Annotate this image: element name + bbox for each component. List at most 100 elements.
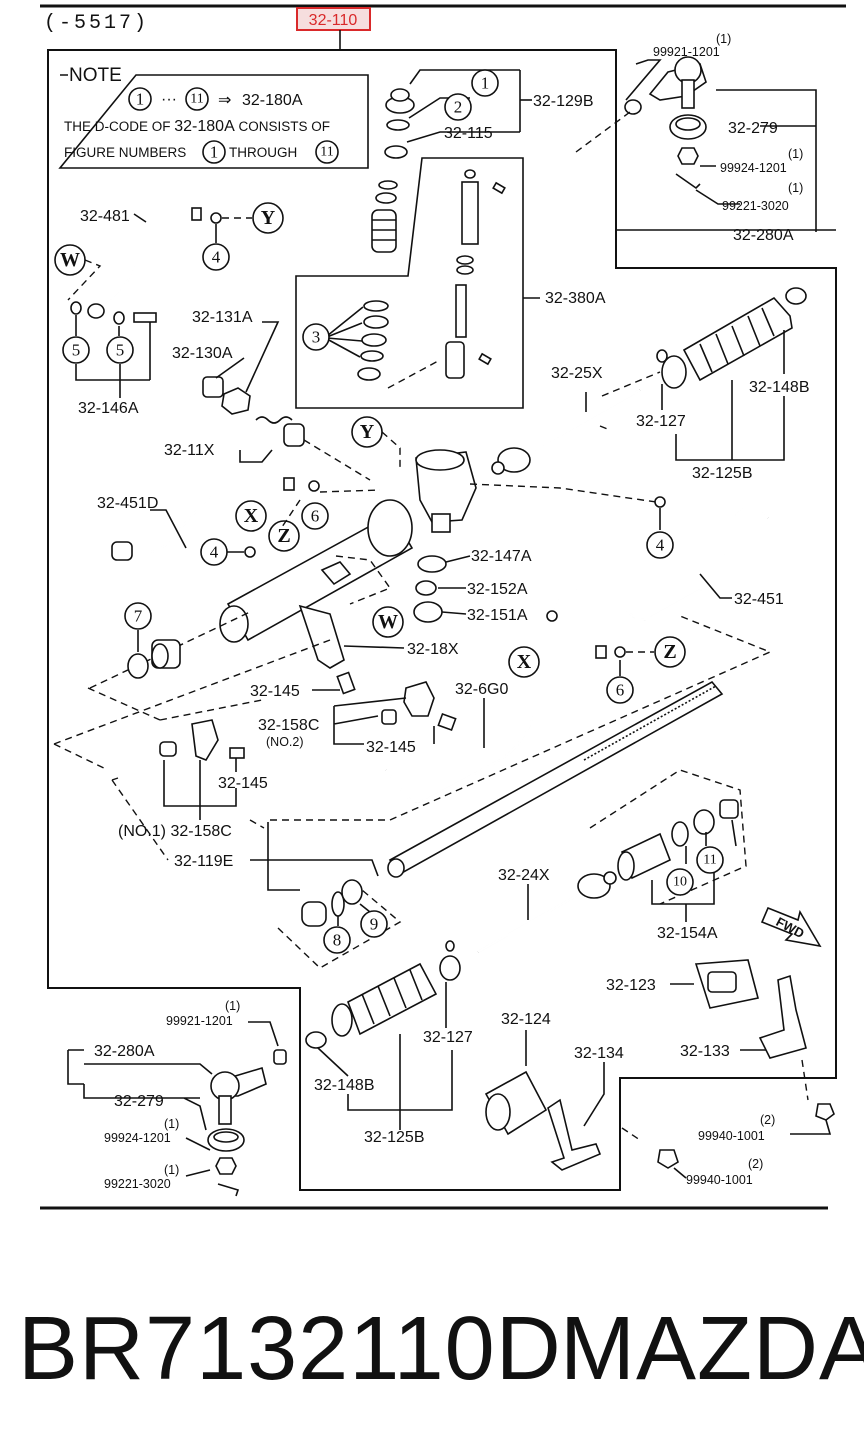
callout-Y-2: Y: [360, 421, 375, 443]
bracket-32-133: [740, 974, 835, 1135]
callout-3: 3: [312, 328, 321, 347]
callout-4-a: 4: [212, 248, 221, 267]
note-to: 11: [190, 92, 203, 107]
callout-11: 11: [703, 853, 716, 868]
label-32-280A-a: 32-280A: [733, 227, 794, 244]
note-from: 1: [136, 90, 145, 109]
label-32-280A-b: 32-280A: [94, 1043, 155, 1060]
label-32-158C: 32-158C: [258, 717, 319, 734]
part-99221-3020-a: 99221-3020: [722, 199, 789, 213]
spring-parts: [239, 416, 371, 481]
clamp-32-134: [547, 1062, 687, 1179]
label-32-125B-a: 32-125B: [692, 465, 753, 482]
note-line2d: 11: [320, 145, 333, 160]
part-number: BR7132110D: [18, 1299, 562, 1399]
qty-99921-1201-b: (1): [225, 999, 240, 1013]
tie-rod-32-24X: [477, 871, 617, 954]
label-32-130A: 32-130A: [172, 345, 233, 362]
note-line2a: FIGURE NUMBERS: [64, 145, 186, 160]
callout-W-1: W: [60, 249, 80, 271]
boot-lower: [305, 940, 461, 1130]
callout-X-1: X: [244, 505, 259, 527]
callout-1: 1: [481, 74, 490, 93]
note-line1b: 32-180A: [174, 118, 235, 135]
group-code-highlight: [296, 7, 371, 31]
label-32-129B: 32-129B: [533, 93, 594, 110]
note-arrow: ⇒: [218, 92, 231, 109]
note-box: NOTE 1 ··· 11 ⇒ 32-180A THE D-CODE OF 32…: [58, 65, 369, 169]
pipe-32-6G0: [385, 645, 654, 803]
note-line2c: THROUGH: [229, 145, 297, 160]
svg-text:···: ···: [161, 91, 177, 108]
bracket-parts: [53, 555, 405, 771]
callout-8: 8: [333, 931, 342, 950]
label-32-124: 32-124: [501, 1011, 551, 1028]
label-32-279-b: 32-279: [114, 1093, 164, 1110]
label-32-119E: 32-119E: [174, 853, 233, 870]
part-99940-1001-a: 99940-1001: [698, 1129, 765, 1143]
qty-99924-1201-b: (1): [164, 1117, 179, 1131]
bushing-32-123: [670, 959, 759, 1009]
qty-99921-1201-a: (1): [716, 32, 731, 46]
label-32-148B-b: 32-148B: [314, 1077, 375, 1094]
svg-text:FIGURE NUMBERS: FIGURE NUMBERS: [64, 145, 186, 160]
qty-99221-3020-a: (1): [788, 181, 803, 195]
label-32-151A: 32-151A: [467, 607, 528, 624]
fwd-arrow: FWD: [760, 906, 822, 948]
label-no1-32-158C: (NO.1) 32-158C: [118, 823, 232, 840]
label-32-134: 32-134: [574, 1045, 624, 1062]
label-32-25X: 32-25X: [551, 365, 603, 382]
range-label: (-5517): [44, 12, 149, 35]
bushing-7: [127, 630, 181, 679]
callout-5-a: 5: [72, 341, 81, 360]
label-32-154A: 32-154A: [657, 925, 718, 942]
rack-shaft: [250, 615, 772, 891]
callout-Y-1: Y: [261, 207, 276, 229]
label-32-145-a: 32-145: [250, 683, 300, 700]
note-ref: 32-180A: [242, 92, 303, 109]
label-32-11X: 32-11X: [164, 442, 215, 459]
label-no2: (NO.2): [266, 735, 304, 749]
callout-6-b: 6: [616, 681, 625, 700]
label-32-451: 32-451: [734, 591, 784, 608]
svg-text:THE D-CODE OF 32-180A CONSISTS: THE D-CODE OF 32-180A CONSISTS OF: [64, 118, 330, 135]
qty-99940-1001-a: (2): [760, 1113, 775, 1127]
callout-5-b: 5: [116, 341, 125, 360]
label-32-127-a: 32-127: [636, 413, 686, 430]
rack-end-parts: [277, 879, 402, 969]
label-32-451D: 32-451D: [97, 495, 158, 512]
note-line1a: THE D-CODE OF: [64, 119, 174, 134]
note-line1c: CONSISTS OF: [235, 119, 330, 134]
callout-4-b: 4: [210, 543, 219, 562]
callout-9: 9: [370, 915, 379, 934]
label-32-115: 32-115: [444, 125, 493, 142]
part-99940-1001-b: 99940-1001: [686, 1173, 753, 1187]
qty-99940-1001-b: (2): [748, 1157, 763, 1171]
part-99921-1201-b: 99921-1201: [166, 1014, 233, 1028]
part-99924-1201-a: 99924-1201: [720, 161, 787, 175]
tie-rod-32-25X: [491, 388, 641, 475]
clamp-parts: [159, 681, 457, 820]
label-32-380A: 32-380A: [545, 290, 606, 307]
boot-kit-parts: [371, 69, 521, 253]
label-32-146A: 32-146A: [78, 400, 139, 417]
part-99921-1201-a: 99921-1201: [653, 45, 720, 59]
qty-99924-1201-a: (1): [788, 147, 803, 161]
label-32-279-a: 32-279: [728, 120, 778, 137]
qty-99221-3020-b: (1): [164, 1163, 179, 1177]
boot-upper-right: [656, 287, 807, 461]
callout-Z-2: Z: [663, 641, 676, 663]
label-32-131A: 32-131A: [192, 309, 253, 326]
part-99221-3020-b: 99221-3020: [104, 1177, 171, 1191]
label-32-147A: 32-147A: [471, 548, 532, 565]
callout-W-2: W: [378, 611, 398, 633]
group-code: 32-110: [309, 12, 358, 29]
pipe-32-451D: [111, 477, 320, 561]
label-32-127-b: 32-127: [423, 1029, 473, 1046]
note-title: NOTE: [69, 65, 122, 86]
pipe-32-451: [546, 506, 769, 622]
label-32-145-c: 32-145: [218, 775, 268, 792]
label-32-148B-a: 32-148B: [749, 379, 810, 396]
label-32-145-b: 32-145: [366, 739, 416, 756]
